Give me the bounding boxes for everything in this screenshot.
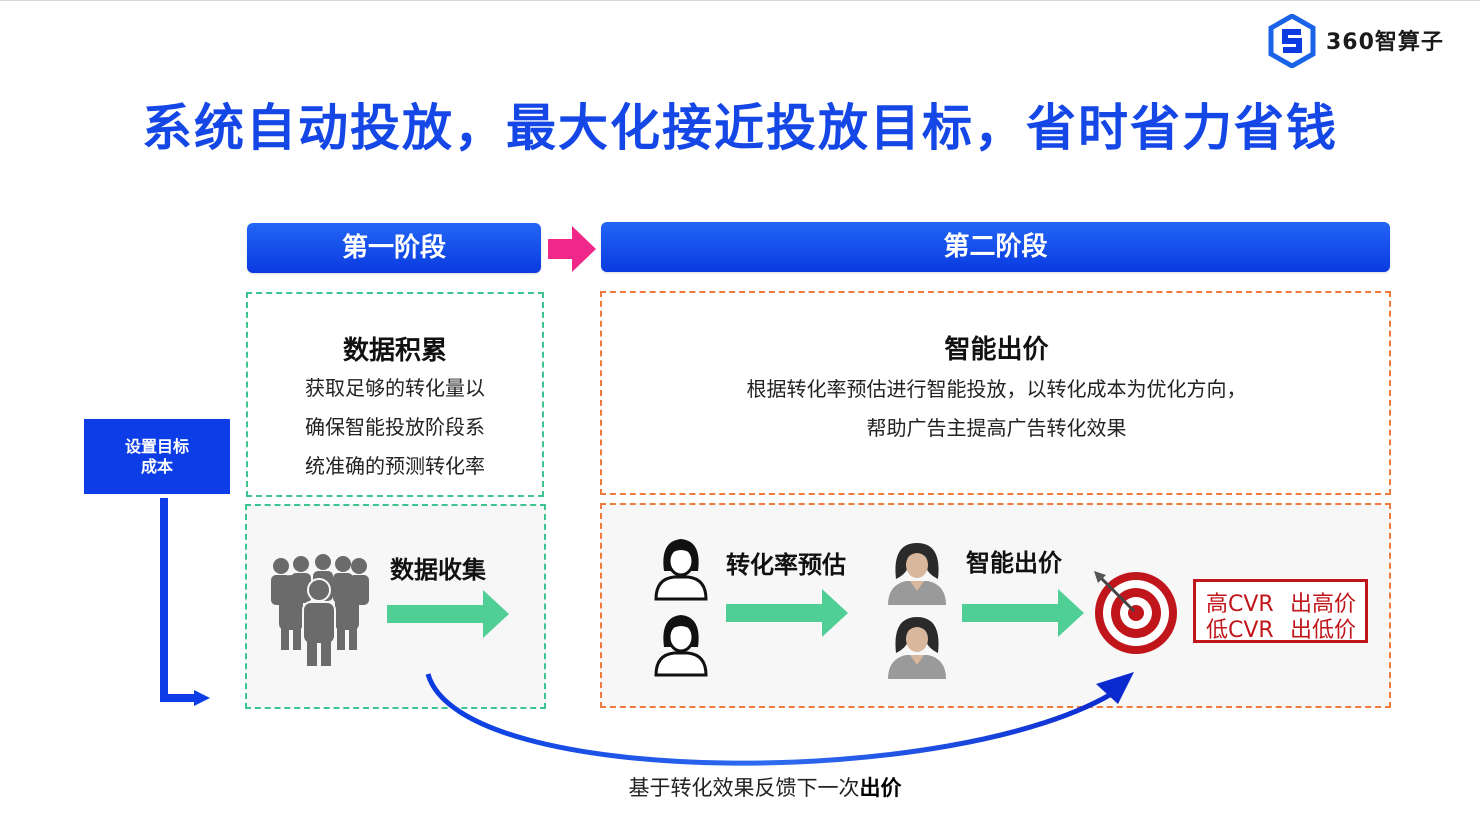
target-dart-icon	[1094, 571, 1177, 654]
user-gray-icon	[888, 543, 946, 605]
page-title: 系统自动投放，最大化接近投放目标，省时省力省钱	[142, 99, 1338, 157]
smart-bidding-line-1: 根据转化率预估进行智能投放，以转化成本为优化方向，	[746, 377, 1247, 401]
hexagon-s-logo-icon	[1268, 14, 1316, 68]
cvr-estimation-label: 转化率预估	[726, 551, 846, 579]
stage-arrow-icon	[548, 226, 596, 272]
cvr-rule-low: 低CVR 出低价	[1206, 612, 1356, 644]
stage-two-header: 第二阶段	[601, 222, 1390, 272]
bid-low-label: 出低价	[1290, 618, 1357, 643]
bid-high-label: 出高价	[1290, 592, 1357, 617]
brand-name: 360智算子	[1326, 30, 1444, 55]
cost-box-line1: 设置目标	[124, 437, 189, 456]
people-crowd-icon	[271, 554, 369, 666]
right-arrow-icon	[726, 589, 848, 637]
feedback-caption: 基于转化效果反馈下一次出价	[0, 772, 1480, 802]
cvr-low-label: 低CVR	[1206, 618, 1274, 643]
set-target-cost-box: 设置目标 成本	[84, 419, 230, 494]
brand-logo: 360智算子	[1268, 14, 1468, 68]
data-accumulation-box: 数据积累 获取足够的转化量以 确保智能投放阶段系 统准确的预测转化率	[246, 292, 544, 497]
user-outline-icon	[654, 539, 708, 601]
cvr-bid-rules-box: 高CVR 出高价 低CVR 出低价	[1193, 579, 1368, 643]
accumulation-line-3: 统准确的预测转化率	[305, 454, 485, 478]
smart-bid-label: 智能出价	[966, 549, 1062, 577]
user-gray-icon	[888, 617, 946, 679]
right-arrow-icon	[962, 589, 1084, 637]
smart-bidding-box: 智能出价 根据转化率预估进行智能投放，以转化成本为优化方向， 帮助广告主提高广告…	[600, 291, 1391, 495]
feedback-caption-bold: 出价	[859, 776, 902, 800]
smart-bidding-heading: 智能出价	[944, 335, 1049, 365]
cost-box-line2: 成本	[140, 457, 173, 476]
user-outline-icon	[654, 615, 708, 677]
smart-bidding-line-2: 帮助广告主提高广告转化效果	[866, 416, 1127, 440]
cvr-rule-high: 高CVR 出高价	[1206, 586, 1356, 618]
data-collection-box: 数据收集	[245, 504, 546, 709]
top-divider	[0, 0, 1480, 1]
stage-one-header: 第一阶段	[247, 223, 541, 273]
accumulation-line-1: 获取足够的转化量以	[305, 376, 485, 400]
cvr-high-label: 高CVR	[1206, 592, 1274, 617]
data-accumulation-heading: 数据积累	[342, 336, 447, 366]
right-arrow-icon	[387, 590, 509, 638]
data-collection-label: 数据收集	[390, 556, 486, 584]
feedback-caption-text: 基于转化效果反馈下一次	[628, 776, 860, 800]
accumulation-line-2: 确保智能投放阶段系	[305, 415, 485, 439]
l-shaped-arrow-icon	[160, 498, 210, 706]
